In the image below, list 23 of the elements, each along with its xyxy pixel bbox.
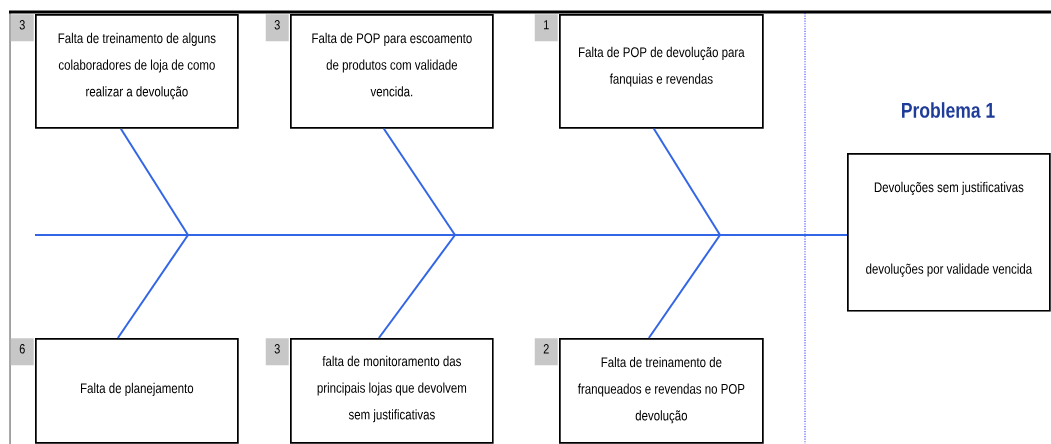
connector-line xyxy=(377,234,456,339)
number-badge: 3 xyxy=(10,14,34,42)
cause-box: Falta de treinamento de franqueados e revendas no POP devolução xyxy=(559,338,764,444)
node-label: Devoluções sem justificativas xyxy=(874,181,1024,195)
cause-box: Falta de treinamento de alguns colaboradores de loja de como realizar a devolução xyxy=(35,14,239,129)
connector-line xyxy=(119,127,189,236)
number-badge: 1 xyxy=(534,14,558,42)
connector-line xyxy=(652,127,721,236)
number-badge: 3 xyxy=(265,338,289,366)
connector-line xyxy=(116,234,189,339)
cause-box: Falta de POP de devolução para fanquias e revendas xyxy=(559,14,764,129)
problem-box: Devoluções sem justificativas devoluções por validade vencida xyxy=(847,153,1051,312)
node-label: devoluções por validade vencida xyxy=(866,263,1033,277)
cause-box: Falta de planejamento xyxy=(35,338,239,444)
number-badge: 2 xyxy=(534,338,558,366)
number-badge: 3 xyxy=(265,14,289,42)
connector-line xyxy=(647,234,721,339)
cause-box: Falta de POP para escoamento de produtos com validade vencida. xyxy=(290,14,494,129)
number-badge: 6 xyxy=(10,338,34,366)
connector-line xyxy=(34,234,848,236)
problem-heading: Problema 1 xyxy=(902,102,995,118)
cause-box: falta de monitoramento das principais lojas que devolvem sem justificativas xyxy=(290,338,494,444)
connector-line xyxy=(382,127,456,236)
